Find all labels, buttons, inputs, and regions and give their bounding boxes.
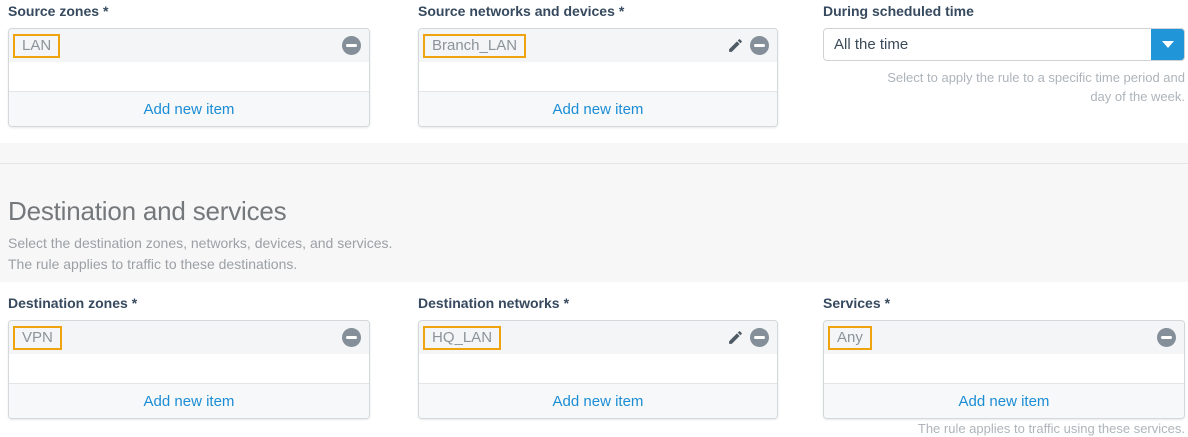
remove-item-icon[interactable]	[1157, 328, 1176, 347]
selected-item-vpn[interactable]: VPN	[13, 325, 62, 350]
list-item: VPN	[9, 321, 369, 354]
selected-item-any[interactable]: Any	[828, 325, 872, 350]
list-item: HQ_LAN	[419, 321, 777, 354]
remove-item-icon[interactable]	[750, 328, 769, 347]
item-actions	[1157, 328, 1176, 347]
section-title: Destination and services	[8, 196, 287, 226]
section-divider-line	[0, 163, 1188, 164]
add-new-item-row[interactable]: Add new item	[419, 91, 777, 126]
add-new-item-button[interactable]: Add new item	[143, 392, 235, 410]
schedule-helper-line2: day of the week.	[1090, 89, 1185, 104]
dropdown-arrow-button[interactable]	[1151, 29, 1184, 60]
item-actions	[342, 36, 361, 55]
edit-item-icon[interactable]	[726, 329, 744, 347]
destination-networks-listbox: HQ_LAN Add new item	[418, 320, 778, 419]
source-networks-label-text: Source networks and devices	[418, 3, 615, 19]
item-actions	[342, 328, 361, 347]
source-zones-field: Source zones* LAN Add new item	[8, 3, 370, 127]
selected-item-lan[interactable]: LAN	[13, 33, 61, 58]
item-actions	[726, 328, 769, 347]
schedule-label: During scheduled time	[823, 3, 1185, 20]
remove-item-icon[interactable]	[342, 36, 361, 55]
services-helper-text: The rule applies to traffic using these …	[917, 421, 1185, 436]
chevron-down-icon	[1161, 41, 1174, 48]
destination-section-header: Destination and services Select the dest…	[8, 196, 908, 275]
remove-item-icon[interactable]	[750, 36, 769, 55]
section-subtitle-1: Select the destination zones, networks, …	[8, 235, 393, 251]
list-item: Branch_LAN	[419, 29, 777, 62]
schedule-label-text: During scheduled time	[823, 3, 974, 19]
section-divider-band	[0, 143, 1188, 282]
services-field: Services* Any Add new item The rule appl…	[823, 295, 1185, 437]
services-listbox: Any Add new item	[823, 320, 1185, 419]
schedule-field: During scheduled time All the time Selec…	[823, 3, 1185, 106]
selected-item-hq-lan[interactable]: HQ_LAN	[423, 325, 502, 350]
required-marker: *	[884, 295, 891, 311]
source-zones-label-text: Source zones	[8, 3, 100, 19]
required-marker: *	[618, 3, 625, 19]
add-new-item-row[interactable]: Add new item	[9, 383, 369, 418]
destination-zones-listbox: VPN Add new item	[8, 320, 370, 419]
source-zones-listbox: LAN Add new item	[8, 28, 370, 127]
services-label: Services*	[823, 295, 1185, 312]
destination-networks-field: Destination networks* HQ_LAN Add new ite…	[418, 295, 778, 419]
edit-item-icon[interactable]	[726, 37, 744, 55]
list-item: LAN	[9, 29, 369, 62]
schedule-dropdown[interactable]: All the time	[823, 28, 1185, 61]
section-subtitle-2: The rule applies to traffic to these des…	[8, 256, 298, 272]
schedule-dropdown-value[interactable]: All the time	[834, 36, 909, 53]
add-new-item-button[interactable]: Add new item	[958, 392, 1050, 410]
schedule-helper-text: Select to apply the rule to a specific t…	[823, 68, 1185, 106]
selected-item-branch-lan[interactable]: Branch_LAN	[423, 33, 527, 58]
destination-networks-label: Destination networks*	[418, 295, 778, 312]
add-new-item-row[interactable]: Add new item	[824, 383, 1184, 418]
services-label-text: Services	[823, 295, 881, 311]
add-new-item-button[interactable]: Add new item	[143, 100, 235, 118]
source-networks-field: Source networks and devices* Branch_LAN …	[418, 3, 778, 127]
add-new-item-row[interactable]: Add new item	[419, 383, 777, 418]
required-marker: *	[563, 295, 570, 311]
add-new-item-button[interactable]: Add new item	[552, 392, 644, 410]
required-marker: *	[103, 3, 109, 19]
schedule-helper-line1: Select to apply the rule to a specific t…	[887, 70, 1185, 85]
item-actions	[726, 36, 769, 55]
source-networks-label: Source networks and devices*	[418, 3, 778, 20]
required-marker: *	[131, 295, 138, 311]
source-networks-listbox: Branch_LAN Add new item	[418, 28, 778, 127]
remove-item-icon[interactable]	[342, 328, 361, 347]
source-zones-label: Source zones*	[8, 3, 370, 20]
destination-zones-label-text: Destination zones	[8, 295, 128, 311]
add-new-item-button[interactable]: Add new item	[552, 100, 644, 118]
destination-zones-label: Destination zones*	[8, 295, 370, 312]
destination-zones-field: Destination zones* VPN Add new item	[8, 295, 370, 419]
destination-networks-label-text: Destination networks	[418, 295, 560, 311]
list-item: Any	[824, 321, 1184, 354]
add-new-item-row[interactable]: Add new item	[9, 91, 369, 126]
